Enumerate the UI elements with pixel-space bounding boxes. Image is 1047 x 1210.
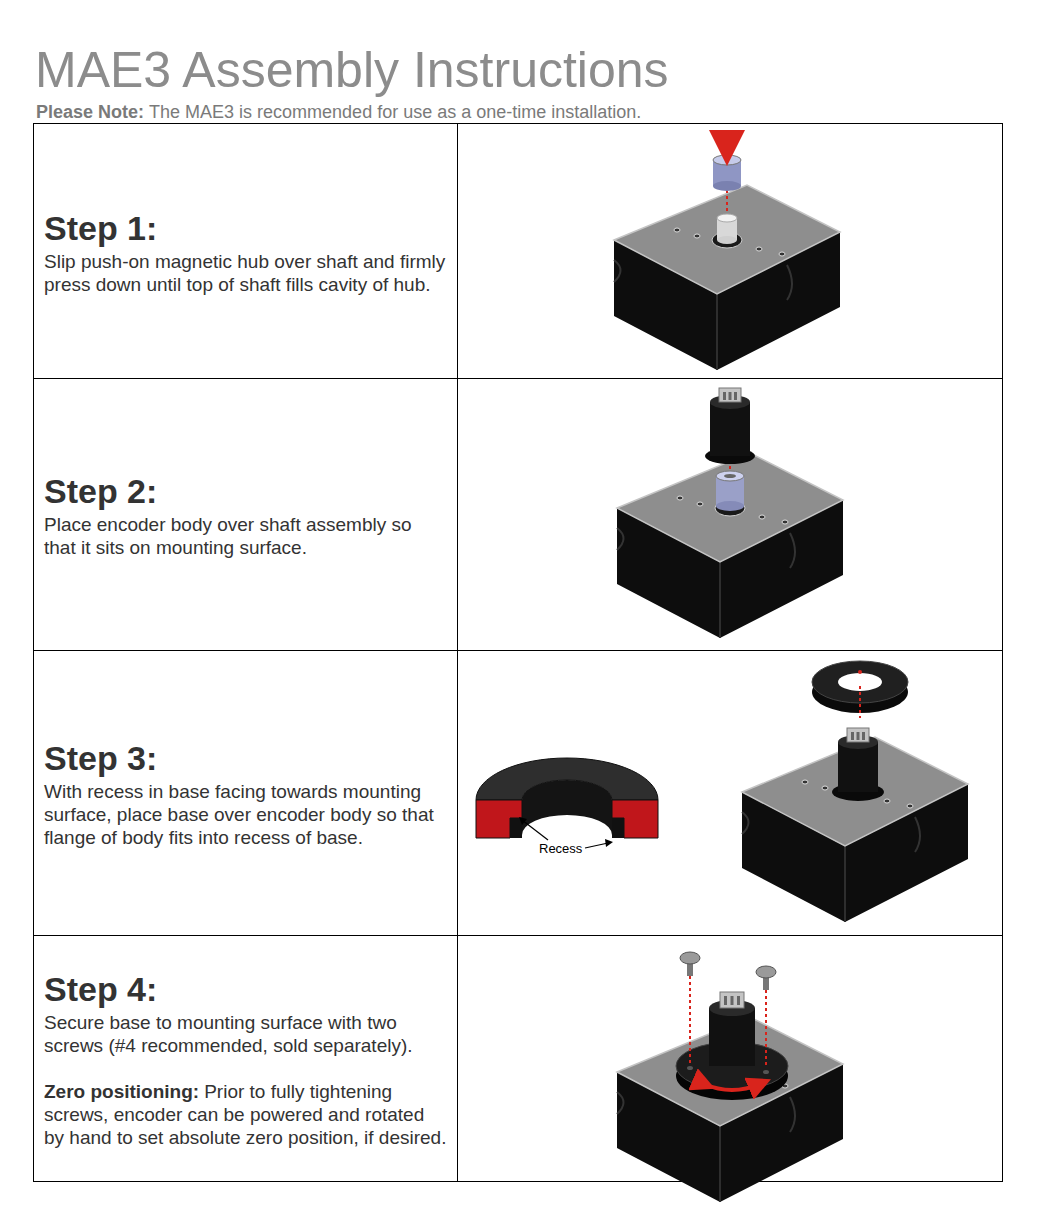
step-text: Place encoder body over shaft assembly s… (44, 514, 412, 558)
step-cell: Step 2:Place encoder body over shaft ass… (34, 379, 457, 651)
note-label: Please Note: (36, 102, 144, 122)
callout-label: Recess (538, 841, 583, 856)
step-paragraph: Zero positioning:Prior to fully tighteni… (44, 1080, 447, 1149)
step-heading: Step 1: (44, 208, 447, 248)
step-cell: Step 1:Slip push-on magnetic hub over sh… (34, 124, 457, 379)
step-cell: Step 3:With recess in base facing toward… (34, 651, 457, 936)
step-paragraph: Slip push-on magnetic hub over shaft and… (44, 250, 447, 296)
step-cell: Step 4:Secure base to mounting surface w… (34, 936, 457, 1181)
emphasis-label: Zero positioning: (44, 1081, 199, 1102)
step-heading: Step 4: (44, 969, 447, 1009)
step-text: Secure base to mounting surface with two… (44, 1012, 413, 1056)
step-heading: Step 2: (44, 471, 447, 511)
step-paragraph: Place encoder body over shaft assembly s… (44, 513, 447, 559)
note-line: Please Note:The MAE3 is recommended for … (36, 101, 641, 123)
page-title: MAE3 Assembly Instructions (35, 40, 669, 100)
step-paragraph: With recess in base facing towards mount… (44, 780, 447, 849)
note-text: The MAE3 is recommended for use as a one… (149, 102, 641, 122)
step-heading: Step 3: (44, 738, 447, 778)
step-text: With recess in base facing towards mount… (44, 781, 434, 848)
step-paragraph: Secure base to mounting surface with two… (44, 1011, 447, 1057)
step-text: Slip push-on magnetic hub over shaft and… (44, 251, 445, 295)
